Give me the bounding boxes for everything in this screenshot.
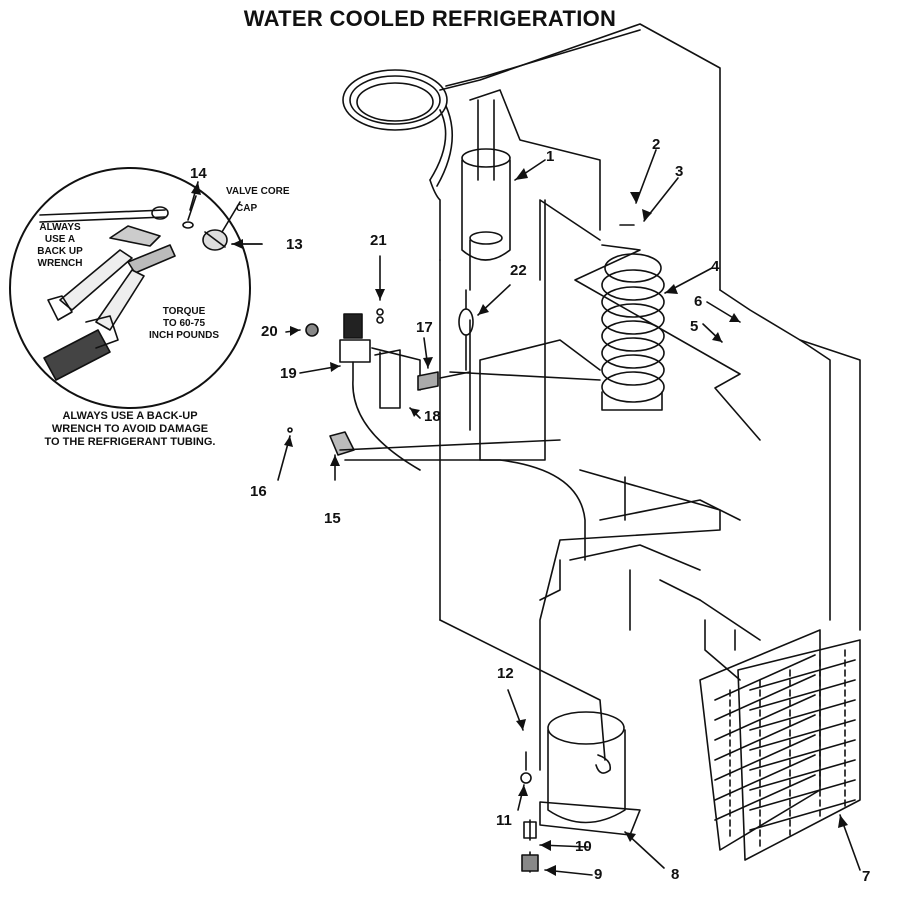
valve-assembly bbox=[287, 289, 561, 471]
callout-1: 1 bbox=[546, 148, 555, 165]
callout-13: 13 bbox=[286, 236, 303, 253]
callout-6: 6 bbox=[694, 293, 703, 310]
diagram-title: WATER COOLED REFRIGERATION bbox=[243, 6, 617, 31]
condenser-coil-top bbox=[342, 23, 721, 291]
callout-20: 20 bbox=[261, 323, 278, 340]
backup-wrench-caption: ALWAYS USE A BACK-UP WRENCH TO AVOID DAM… bbox=[44, 410, 216, 448]
refrigerant-tubing bbox=[344, 89, 861, 771]
callout-18: 18 bbox=[424, 408, 441, 425]
backup-wrench-note: ALWAYS USE A BACK UP WRENCH bbox=[37, 222, 83, 269]
callout-9: 9 bbox=[594, 866, 603, 883]
callout-15: 15 bbox=[324, 510, 341, 527]
callout-4: 4 bbox=[711, 258, 720, 275]
callout-12: 12 bbox=[497, 665, 514, 682]
callout-11: 11 bbox=[496, 812, 512, 829]
cap-label: CAP bbox=[236, 203, 258, 214]
callout-3: 3 bbox=[675, 163, 684, 180]
callout-21: 21 bbox=[370, 232, 387, 249]
callout-22: 22 bbox=[510, 262, 527, 279]
accumulator-receiver bbox=[429, 99, 511, 261]
callout-19: 19 bbox=[280, 365, 297, 382]
valve-detail-inset bbox=[9, 167, 263, 409]
callout-2: 2 bbox=[652, 136, 661, 153]
callout-16: 16 bbox=[250, 483, 267, 500]
evaporator-plates bbox=[699, 629, 861, 861]
torque-note: TORQUE TO 60-75 INCH POUNDS bbox=[148, 306, 219, 341]
callout-14: 14 bbox=[190, 165, 207, 182]
callout-7: 7 bbox=[862, 868, 871, 885]
callout-arrowheads bbox=[191, 168, 848, 876]
water-cooled-condenser bbox=[539, 199, 761, 441]
callout-10: 10 bbox=[575, 838, 592, 855]
callout-5: 5 bbox=[690, 318, 699, 335]
callout-8: 8 bbox=[671, 866, 680, 883]
valve-core-label: VALVE CORE bbox=[226, 186, 290, 197]
callout-17: 17 bbox=[416, 319, 433, 336]
